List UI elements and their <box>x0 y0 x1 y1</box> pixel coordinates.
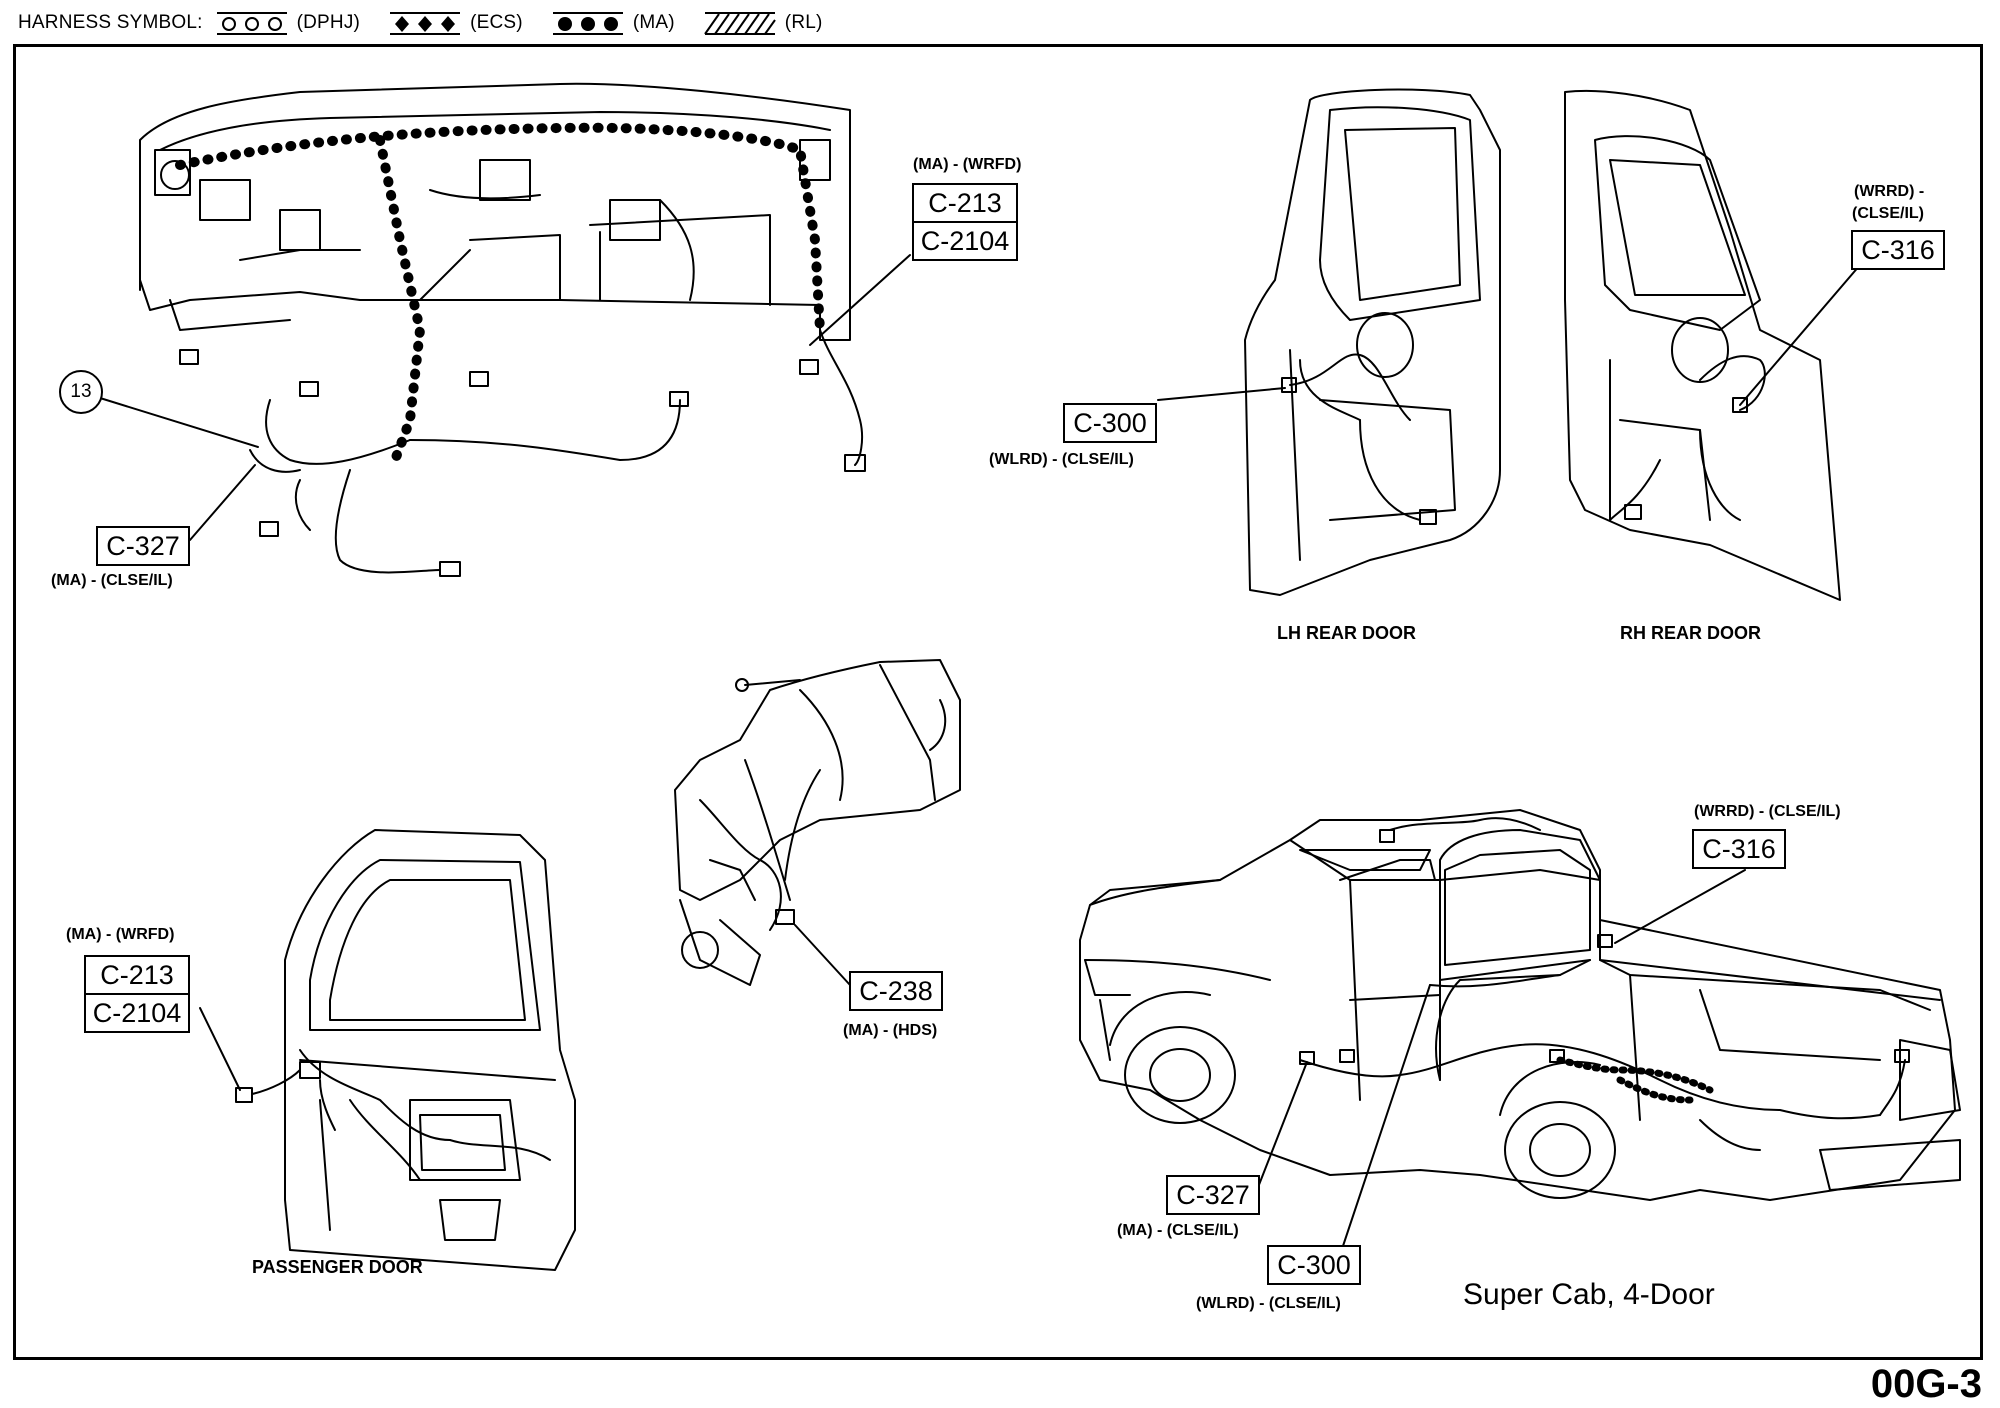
connector-c2104-door: C-2104 <box>84 993 190 1033</box>
truck-c316-caption: (WRRD) - (CLSE/IL) <box>1694 803 1841 820</box>
diagram-frame <box>13 44 1983 1360</box>
steering-column-caption: (MA) - (HDS) <box>843 1022 938 1039</box>
rh-door-caption-line1: (WRRD) - <box>1854 183 1925 200</box>
filled-circles-icon <box>552 12 623 35</box>
lh-rear-door-drawing <box>1157 88 1501 596</box>
connector-c300-truck: C-300 <box>1267 1245 1361 1285</box>
passenger-door-drawing <box>199 829 576 1271</box>
lh-rear-door-label: LH REAR DOOR <box>1277 623 1416 643</box>
passenger-door-caption: (MA) - (WRFD) <box>66 926 175 943</box>
connector-c238: C-238 <box>849 971 943 1011</box>
rh-door-caption-line2: (CLSE/IL) <box>1852 205 1924 222</box>
rh-rear-door-drawing <box>1564 89 1861 601</box>
legend-code-rl: (RL) <box>784 12 823 33</box>
connector-c2104-ip: C-2104 <box>912 221 1018 261</box>
callout-13: 13 <box>59 370 103 414</box>
connector-c316-rh-door: C-316 <box>1851 230 1945 270</box>
open-circles-icon <box>216 12 287 35</box>
connector-c316-truck: C-316 <box>1692 829 1786 869</box>
legend-code-ma: (MA) <box>632 12 675 33</box>
connector-c213-door: C-213 <box>84 955 190 995</box>
diamonds-icon <box>390 12 461 35</box>
model-label: Super Cab, 4-Door <box>1463 1278 1715 1311</box>
connector-c300-lh-door: C-300 <box>1063 403 1157 443</box>
legend-code-ecs: (ECS) <box>470 12 523 33</box>
connector-c213-ip: C-213 <box>912 183 1018 223</box>
legend-code-dphj: (DPHJ) <box>296 12 361 33</box>
truck-c300-caption: (WLRD) - (CLSE/IL) <box>1196 1295 1341 1312</box>
hatched-icon <box>703 12 776 35</box>
harness-symbol-legend: HARNESS SYMBOL: (DPHJ) (ECS) (MA) (RL) <box>18 8 839 38</box>
lh-door-caption: (WLRD) - (CLSE/IL) <box>989 451 1134 468</box>
steering-column-drawing <box>674 659 961 986</box>
page-number: 00G-3 <box>1870 1362 1982 1406</box>
truck-c327-caption: (MA) - (CLSE/IL) <box>1117 1222 1239 1239</box>
ip-top-caption: (MA) - (WRFD) <box>913 156 1022 173</box>
rh-rear-door-label: RH REAR DOOR <box>1620 623 1762 643</box>
ip-left-caption: (MA) - (CLSE/IL) <box>51 572 173 589</box>
legend-title: HARNESS SYMBOL: <box>18 12 203 33</box>
truck-drawing <box>1079 809 1961 1256</box>
instrument-panel-drawing <box>99 82 911 577</box>
connector-c327-truck: C-327 <box>1166 1175 1260 1215</box>
passenger-door-label: PASSENGER DOOR <box>252 1257 423 1277</box>
connector-c327-ip: C-327 <box>96 526 190 566</box>
